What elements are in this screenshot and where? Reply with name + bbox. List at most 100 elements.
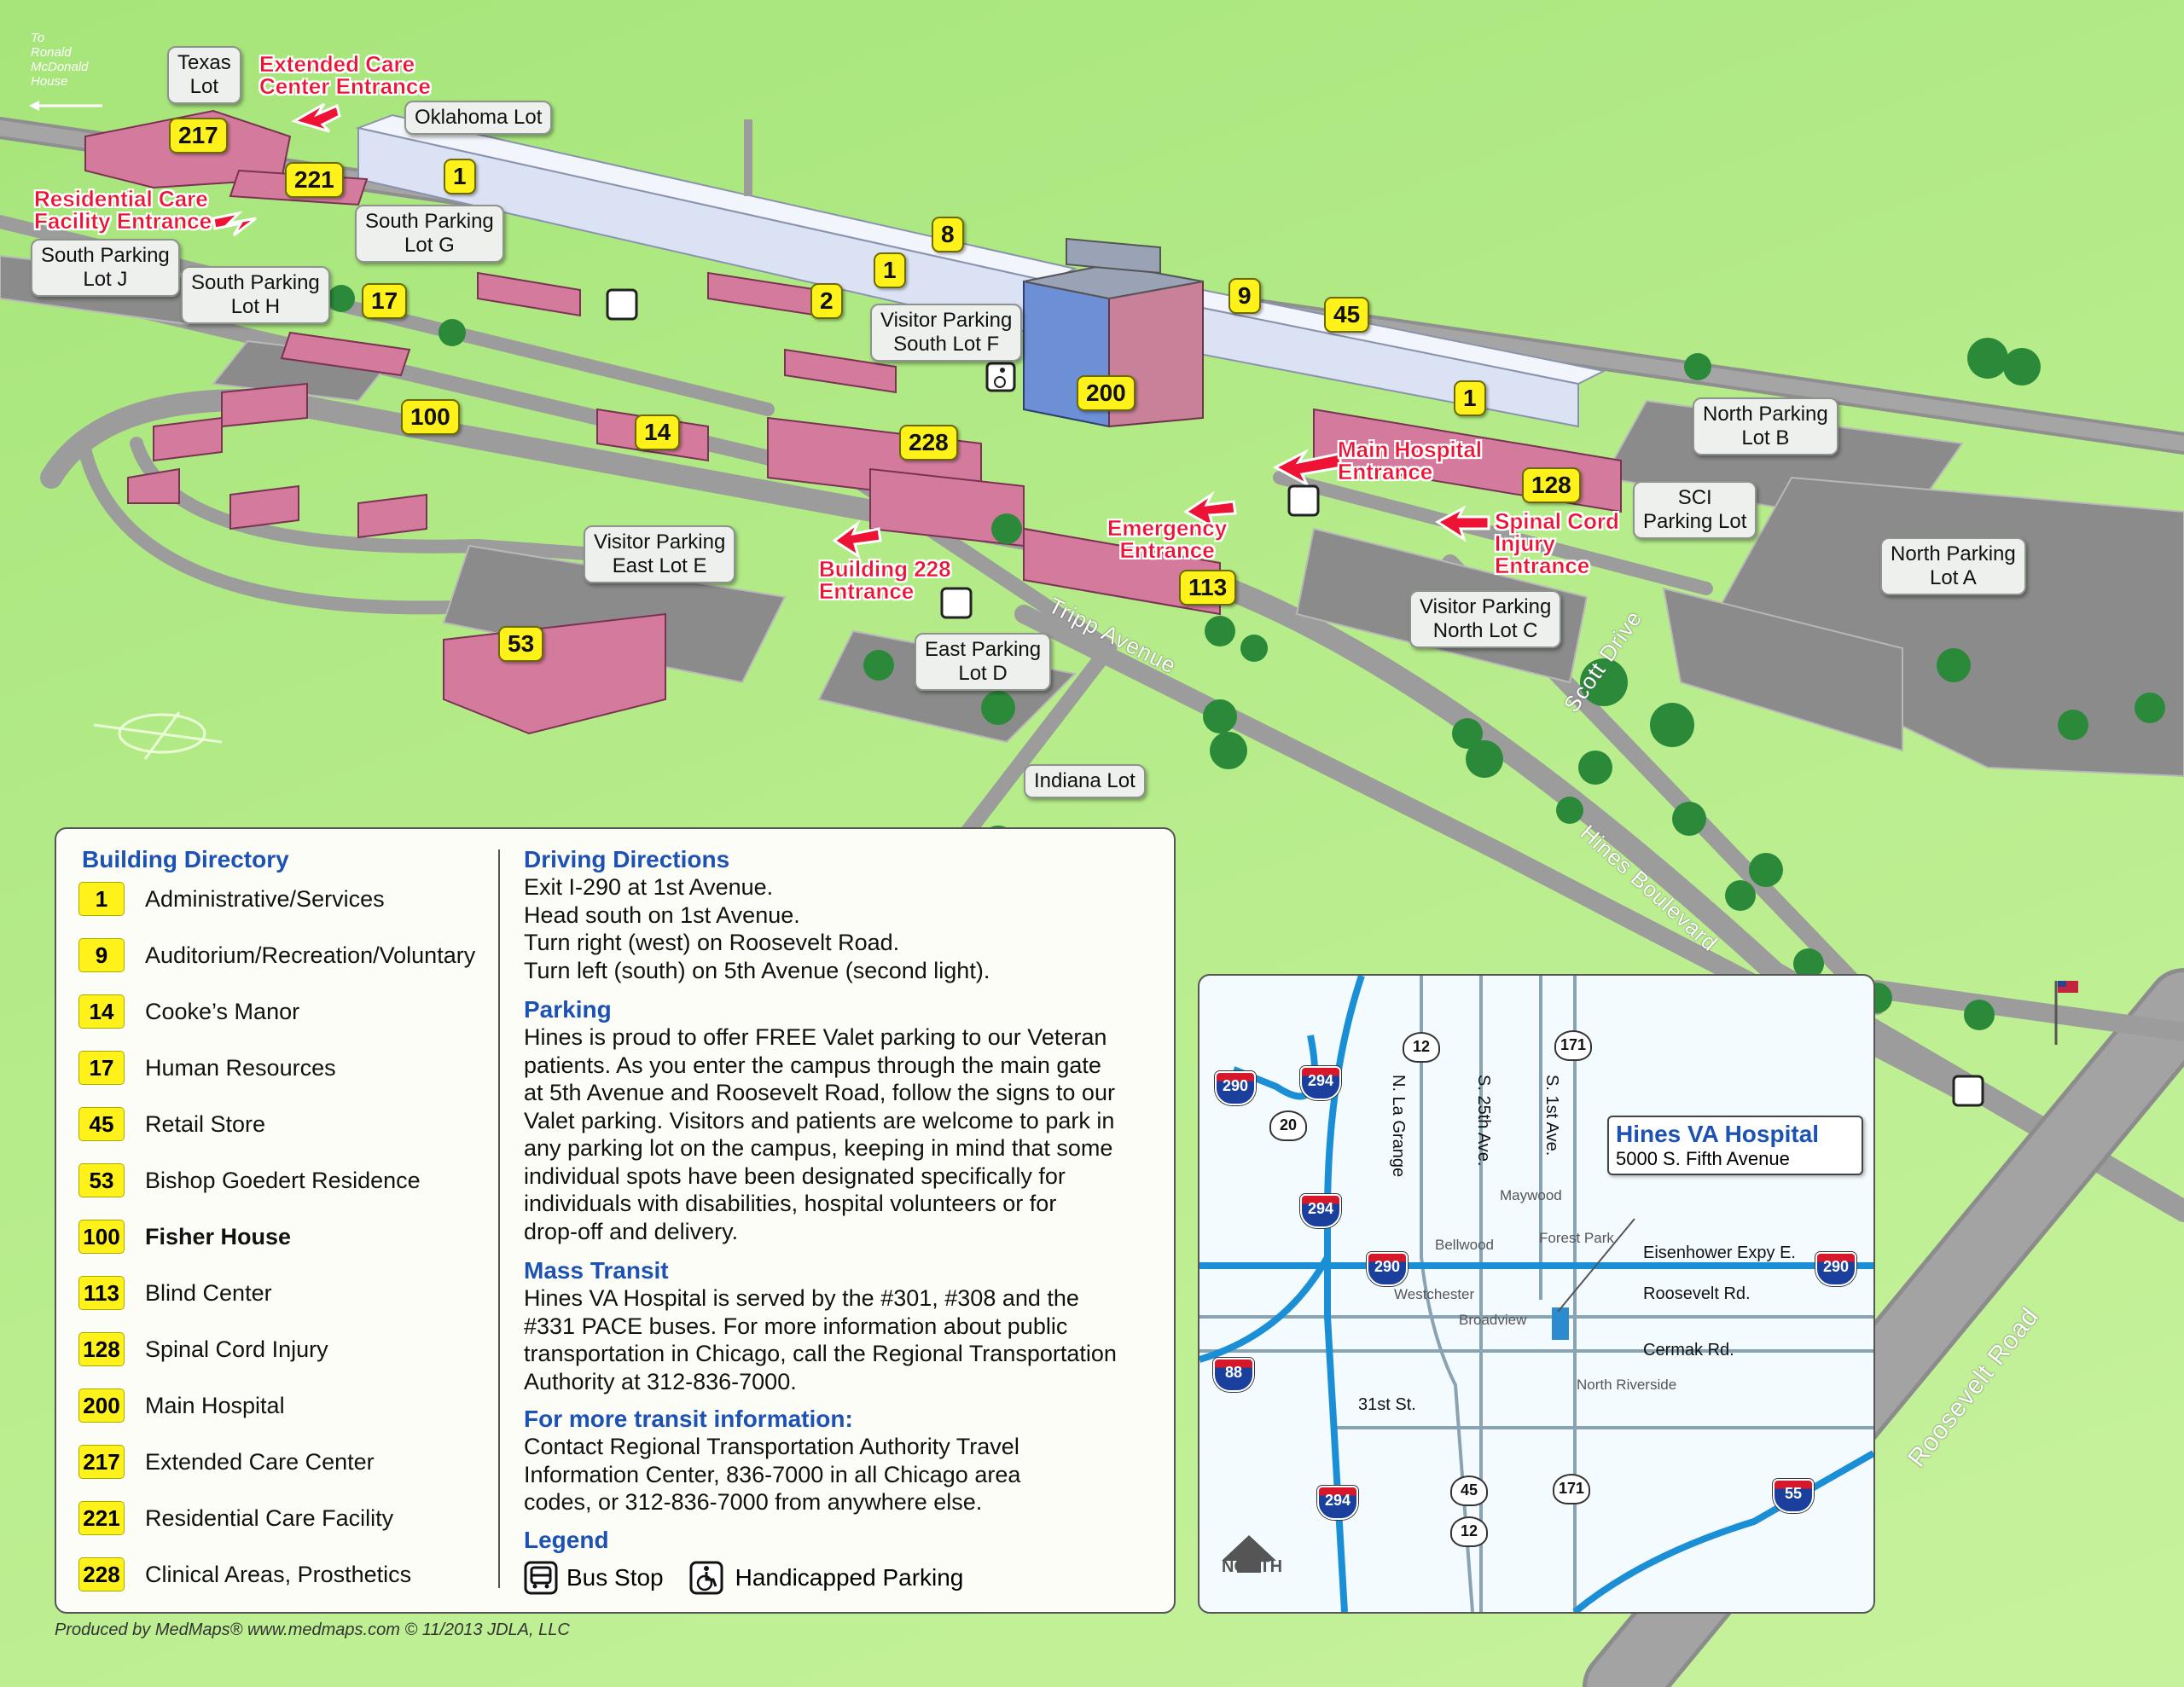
entrance-line: Entrance bbox=[819, 578, 915, 604]
building-228: 228 bbox=[899, 425, 958, 461]
directory-item-number: 100 bbox=[78, 1220, 125, 1254]
text-line: Hines VA Hospital is served by the #301,… bbox=[524, 1285, 1079, 1311]
inset-street-31st: 31st St. bbox=[1358, 1395, 1416, 1414]
building-45: 45 bbox=[1324, 297, 1370, 333]
bus-stop-icon bbox=[524, 1561, 558, 1595]
lot-line: North Parking bbox=[1891, 542, 2016, 565]
rmh-note-line: McDonald bbox=[31, 60, 89, 74]
directory-item: 17 Human Resources bbox=[78, 1051, 336, 1085]
entrance-line: Center Entrance bbox=[259, 73, 431, 99]
text-line: patients. As you enter the campus throug… bbox=[524, 1052, 1101, 1078]
text-line: drop-off and delivery. bbox=[524, 1218, 739, 1244]
text-line: at 5th Avenue and Roosevelt Road, follow… bbox=[524, 1080, 1115, 1105]
directory-item-name: Administrative/Services bbox=[145, 885, 385, 912]
directory-title: Building Directory bbox=[82, 846, 289, 872]
directory-item-name: Bishop Goedert Residence bbox=[145, 1167, 421, 1193]
lot-line: East Parking bbox=[925, 638, 1042, 661]
lot-indiana: Indiana Lot bbox=[1024, 764, 1146, 798]
directory-item: 53 Bishop Goedert Residence bbox=[78, 1163, 421, 1197]
parking-text: Hines is proud to offer FREE Valet parki… bbox=[524, 1023, 1155, 1245]
more-transit-title: For more transit information: bbox=[524, 1406, 853, 1432]
text-line: Information Center, 836-7000 in all Chic… bbox=[524, 1461, 1021, 1487]
text-line: Hines is proud to offer FREE Valet parki… bbox=[524, 1024, 1107, 1050]
lot-line: Lot bbox=[189, 75, 219, 98]
directory-item-number: 113 bbox=[78, 1276, 125, 1310]
interstate-shield-icon: 55 bbox=[1773, 1479, 1814, 1513]
directory-item-number: 17 bbox=[78, 1051, 125, 1085]
parking-title: Parking bbox=[524, 996, 612, 1023]
main-building-wing bbox=[355, 113, 1607, 428]
interstate-shield-icon: 294 bbox=[1300, 1066, 1341, 1100]
building-113: 113 bbox=[1179, 570, 1237, 606]
directory-item-number: 53 bbox=[78, 1163, 125, 1197]
route-shield-icon: 12 bbox=[1450, 1516, 1488, 1547]
text-line: Head south on 1st Avenue. bbox=[524, 901, 800, 928]
building-1: 1 bbox=[874, 252, 906, 288]
legend-title: Legend bbox=[524, 1527, 609, 1553]
inset-hospital-address: 5000 S. Fifth Avenue bbox=[1616, 1148, 1790, 1169]
directory-item-name: Human Resources bbox=[145, 1054, 336, 1081]
text-line: Turn left (south) on 5th Avenue (second … bbox=[524, 957, 990, 983]
text-line: Valet parking. Visitors and patients are… bbox=[524, 1107, 1115, 1133]
building-217: 217 bbox=[169, 118, 228, 154]
lot-line: Lot G bbox=[404, 234, 455, 257]
directory-item-number: 9 bbox=[78, 938, 125, 972]
entrance-line: Building 228 bbox=[819, 556, 951, 582]
handicapped-parking-icon bbox=[689, 1561, 723, 1595]
directory-item-name: Fisher House bbox=[145, 1223, 292, 1249]
map-handicap-icon bbox=[985, 362, 1016, 392]
interstate-shield-icon: 88 bbox=[1213, 1358, 1254, 1392]
building-53: 53 bbox=[498, 626, 544, 662]
building-221: 221 bbox=[285, 162, 344, 198]
text-line: Exit I-290 at 1st Avenue. bbox=[524, 874, 774, 900]
directory-item-name: Extended Care Center bbox=[145, 1448, 375, 1475]
inset-town-bellwood: Bellwood bbox=[1435, 1237, 1494, 1253]
text-line: codes, or 312-836-7000 from anywhere els… bbox=[524, 1489, 983, 1515]
map-bus-stop-icons bbox=[606, 288, 1984, 1107]
inset-hospital-name: Hines VA Hospital bbox=[1616, 1121, 1820, 1147]
rmh-note-line: To bbox=[31, 31, 45, 45]
inset-town-forest-park: Forest Park bbox=[1539, 1230, 1614, 1246]
directory-item-number: 217 bbox=[78, 1445, 125, 1479]
directory-item-name: Cooke’s Manor bbox=[145, 998, 300, 1024]
route-shield-icon: 171 bbox=[1553, 1474, 1590, 1504]
legend-bus-label: Bus Stop bbox=[566, 1564, 664, 1591]
entrance-line: Entrance bbox=[1338, 459, 1433, 484]
lot-line: Texas bbox=[177, 51, 231, 74]
entrance-line: Spinal Cord bbox=[1495, 508, 1619, 534]
compass-rose-icon bbox=[93, 711, 223, 760]
entrance-line: Facility Entrance bbox=[34, 208, 212, 234]
text-line: transportation in Chicago, call the Regi… bbox=[524, 1341, 1117, 1366]
text-line: #331 PACE buses. For more information ab… bbox=[524, 1313, 1068, 1339]
directory-item-number: 45 bbox=[78, 1107, 125, 1141]
driving-title: Driving Directions bbox=[524, 846, 730, 872]
lot-line: Visitor Parking bbox=[594, 530, 726, 554]
lot-line: Lot J bbox=[83, 268, 128, 291]
inset-street-1st: S. 1st Ave. bbox=[1542, 1075, 1561, 1157]
route-shield-icon: 45 bbox=[1450, 1475, 1488, 1506]
text-line: Authority at 312-836-7000. bbox=[524, 1368, 797, 1394]
building-1: 1 bbox=[444, 159, 476, 194]
route-shield-icon: 20 bbox=[1269, 1110, 1307, 1141]
lot-line: Visitor Parking bbox=[1420, 595, 1552, 618]
entrance-arrows bbox=[212, 102, 1490, 559]
directory-item-number: 128 bbox=[78, 1332, 125, 1366]
lot-line: South Parking bbox=[41, 244, 170, 267]
north-arrow-icon bbox=[1222, 1535, 1276, 1573]
driving-text: Exit I-290 at 1st Avenue. Head south on … bbox=[524, 873, 1155, 984]
building-2: 2 bbox=[810, 283, 843, 319]
inset-street-cermak: Cermak Rd. bbox=[1643, 1341, 1734, 1359]
